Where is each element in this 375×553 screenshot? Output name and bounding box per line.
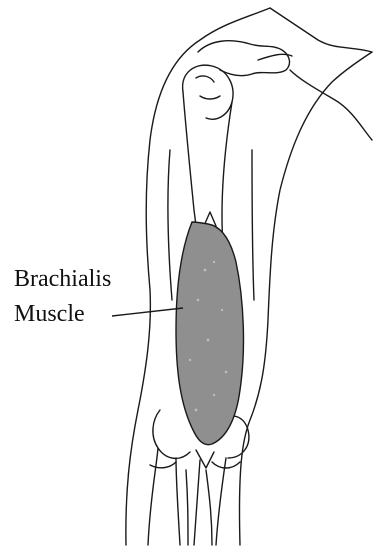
elbow-condyle-left	[153, 410, 190, 458]
radius-right	[176, 458, 180, 545]
ulna-left	[194, 460, 200, 545]
brachialis-label-line2: Muscle	[14, 302, 85, 326]
acromion	[198, 41, 289, 76]
clavicle	[258, 54, 292, 60]
brachialis-muscle	[176, 222, 243, 445]
ulna-right	[216, 458, 226, 545]
brachialis-label-line1: Brachialis	[14, 267, 111, 291]
shoulder-top	[270, 8, 372, 52]
humerus-head	[183, 65, 233, 119]
scapula-outline	[290, 70, 372, 140]
arm-outline-right	[239, 52, 372, 545]
label-pointer-line	[112, 308, 183, 316]
radius-left	[148, 448, 158, 545]
